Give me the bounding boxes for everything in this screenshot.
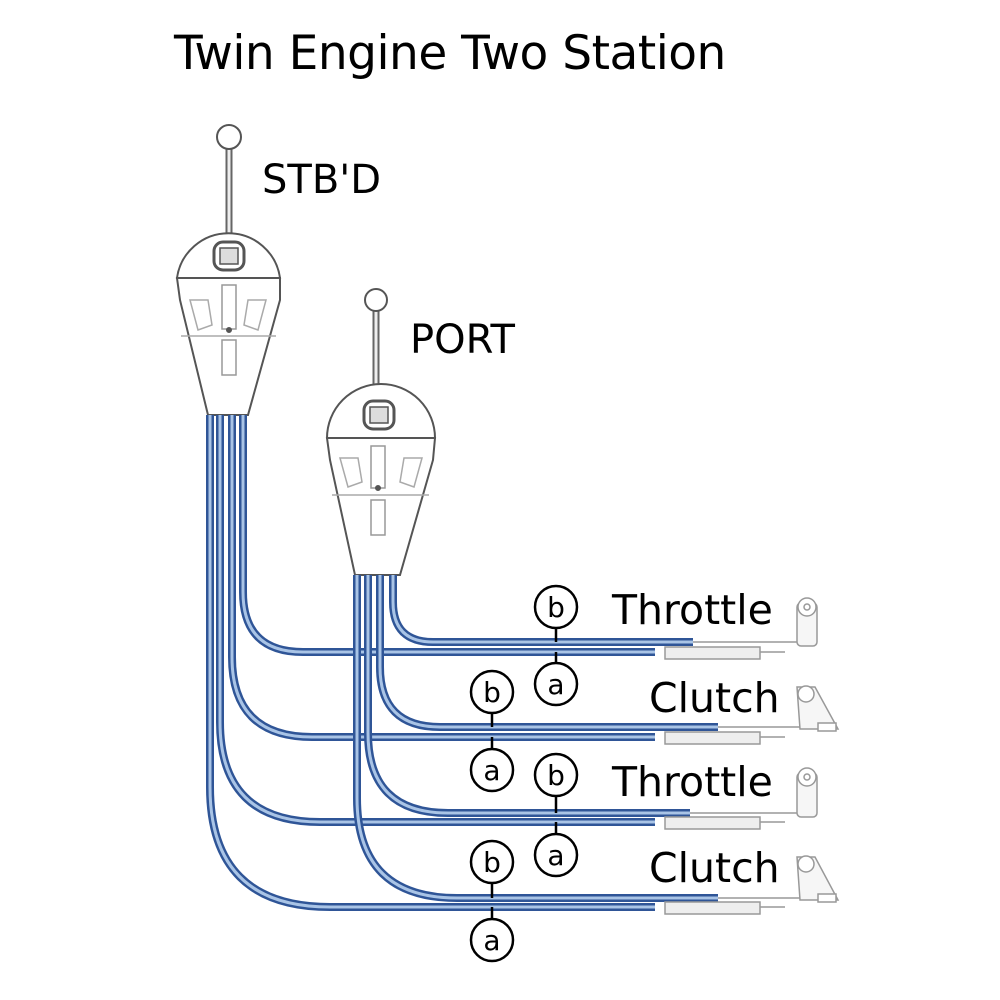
marker-b-3: b bbox=[533, 752, 579, 798]
port-clutch-cable bbox=[376, 575, 718, 731]
port-label: PORT bbox=[410, 317, 515, 363]
clutch-linkage-2 bbox=[664, 685, 840, 745]
row-label-throttle-1: Throttle bbox=[612, 586, 773, 634]
stbd-throttle-2-cable bbox=[216, 415, 655, 826]
stbd-clutch-cable bbox=[228, 415, 655, 741]
stbd-housing bbox=[175, 277, 281, 416]
marker-a-4: a bbox=[469, 917, 515, 963]
marker-a-label: a bbox=[483, 924, 500, 957]
stbd-label: STB'D bbox=[262, 157, 382, 203]
marker-b-label: b bbox=[547, 591, 565, 624]
port-control-head bbox=[325, 288, 437, 576]
port-housing bbox=[325, 437, 437, 576]
port-throttle-2-cable bbox=[364, 575, 690, 817]
marker-a-label: a bbox=[483, 754, 500, 787]
throttle-linkage-3 bbox=[664, 767, 818, 830]
marker-b-label: b bbox=[483, 676, 501, 709]
row-label-clutch-1: Clutch bbox=[649, 674, 780, 722]
marker-a-2: a bbox=[469, 747, 515, 793]
marker-a-label: a bbox=[547, 839, 564, 872]
stbd-control-head bbox=[175, 124, 282, 416]
marker-b-label: b bbox=[547, 759, 565, 792]
marker-b-2: b bbox=[469, 669, 515, 715]
stbd-throttle-cable bbox=[239, 415, 655, 656]
marker-pair-2: ba bbox=[469, 669, 515, 793]
marker-a-label: a bbox=[547, 668, 564, 701]
port-lever-knob bbox=[364, 288, 388, 312]
marker-a-1: a bbox=[533, 661, 579, 707]
marker-pair-3: ba bbox=[533, 752, 579, 878]
engine-linkages bbox=[664, 597, 840, 915]
cables bbox=[206, 415, 718, 911]
marker-pair-1: ba bbox=[533, 584, 579, 707]
throttle-linkage-1 bbox=[664, 597, 818, 660]
page-title: Twin Engine Two Station bbox=[174, 26, 726, 81]
stbd-clutch-2-cable bbox=[206, 415, 655, 911]
port-clutch-2-cable bbox=[353, 575, 718, 902]
marker-b-1: b bbox=[533, 584, 579, 630]
stbd-lever-knob bbox=[216, 124, 242, 150]
clutch-linkage-4 bbox=[664, 855, 840, 915]
port-throttle-cable bbox=[389, 575, 693, 646]
row-label-clutch-2: Clutch bbox=[649, 844, 780, 892]
marker-b-4: b bbox=[469, 839, 515, 885]
row-label-throttle-2: Throttle bbox=[612, 758, 773, 806]
marker-a-3: a bbox=[533, 832, 579, 878]
marker-pair-4: ba bbox=[469, 839, 515, 963]
marker-b-label: b bbox=[483, 846, 501, 879]
